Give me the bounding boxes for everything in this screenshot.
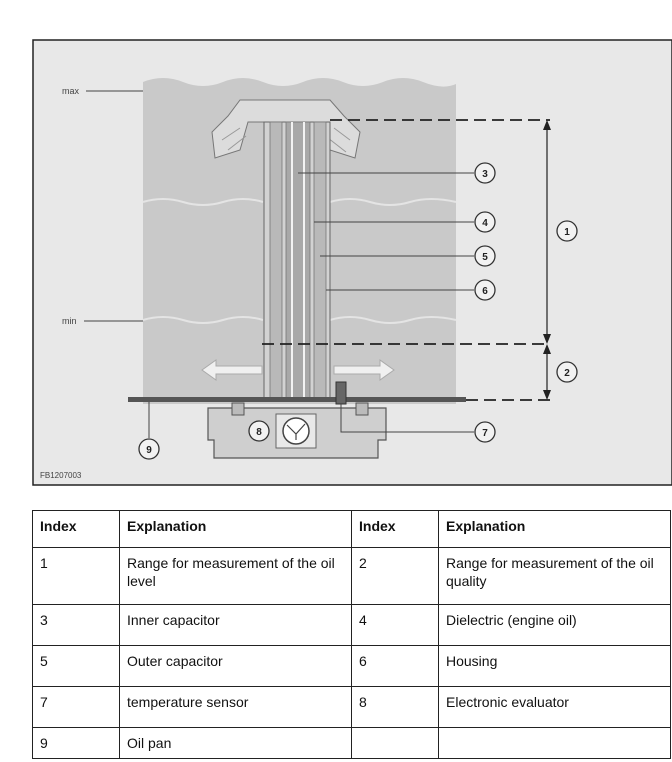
table-cell: Range for measurement of the oil level	[119, 547, 352, 605]
table-cell: Oil pan	[119, 727, 352, 759]
legend-table-wrapper: Index Explanation Index Explanation 1 Ra…	[32, 510, 671, 759]
table-cell: Electronic evaluator	[438, 686, 671, 728]
callout-8: 8	[248, 420, 270, 442]
table-cell: 3	[32, 604, 120, 646]
table-row: 7 temperature sensor 8 Electronic evalua…	[32, 686, 671, 728]
table-cell: Inner capacitor	[119, 604, 352, 646]
svg-text:2: 2	[564, 368, 570, 379]
wave-line-upper	[142, 198, 457, 206]
table-cell: temperature sensor	[119, 686, 352, 728]
table-cell: 2	[351, 547, 439, 605]
svg-text:7: 7	[482, 428, 488, 439]
table-cell	[438, 727, 671, 759]
callout-9: 9	[138, 438, 160, 460]
table-cell: 4	[351, 604, 439, 646]
wave-line-lower	[142, 316, 457, 324]
table-cell: 1	[32, 547, 120, 605]
sensor-diagram: max min 1 2	[32, 39, 672, 486]
table-cell: Outer capacitor	[119, 645, 352, 687]
callout-3: 3	[474, 162, 496, 184]
table-cell: Dielectric (engine oil)	[438, 604, 671, 646]
evaluator-gauge-icon	[282, 417, 310, 445]
svg-text:3: 3	[482, 169, 488, 180]
callout-6: 6	[474, 279, 496, 301]
table-row: 1 Range for measurement of the oil level…	[32, 547, 671, 605]
header-index-1: Index	[32, 510, 120, 548]
header-index-2: Index	[351, 510, 439, 548]
table-cell: 8	[351, 686, 439, 728]
table-cell: Housing	[438, 645, 671, 687]
oil-pan	[128, 397, 466, 402]
table-cell: 7	[32, 686, 120, 728]
inner-capacitor	[285, 121, 311, 399]
svg-text:5: 5	[482, 252, 488, 263]
table-cell: 6	[351, 645, 439, 687]
callout-7: 7	[474, 421, 496, 443]
table-header-row: Index Explanation Index Explanation	[32, 510, 671, 548]
callout-1: 1	[556, 220, 578, 242]
table-cell: Range for measurement of the oil quality	[438, 547, 671, 605]
max-label: max	[62, 86, 80, 96]
figure-code: FB1207003	[40, 471, 82, 480]
min-label: min	[62, 316, 77, 326]
table-cell	[351, 727, 439, 759]
table-cell: 9	[32, 727, 120, 759]
table-row: 9 Oil pan	[32, 727, 671, 759]
svg-text:8: 8	[256, 427, 262, 438]
legend-table: Index Explanation Index Explanation 1 Ra…	[32, 510, 671, 759]
header-explanation-2: Explanation	[438, 510, 671, 548]
svg-text:9: 9	[146, 445, 152, 456]
flow-arrow-left	[201, 359, 263, 381]
flow-arrow-right	[333, 359, 395, 381]
svg-text:1: 1	[564, 227, 570, 238]
callout-5: 5	[474, 245, 496, 267]
table-row: 5 Outer capacitor 6 Housing	[32, 645, 671, 687]
svg-text:6: 6	[482, 286, 488, 297]
header-explanation-1: Explanation	[119, 510, 352, 548]
callout-2: 2	[556, 361, 578, 383]
temperature-sensor	[335, 381, 347, 405]
callout-4: 4	[474, 211, 496, 233]
svg-text:4: 4	[482, 218, 488, 229]
table-cell: 5	[32, 645, 120, 687]
table-row: 3 Inner capacitor 4 Dielectric (engine o…	[32, 604, 671, 646]
